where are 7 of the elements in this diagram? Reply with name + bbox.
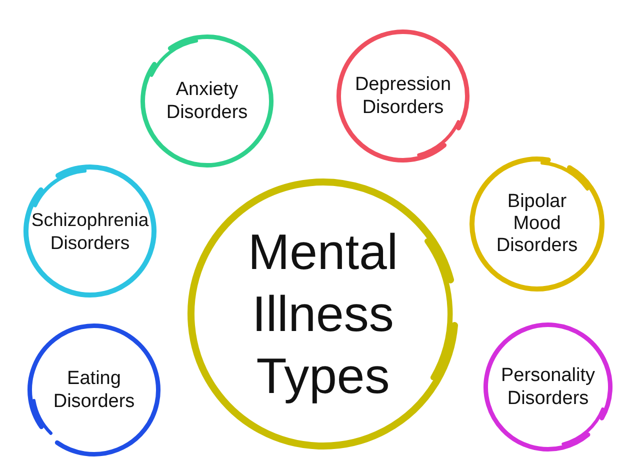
topic-label: Schizophrenia Disorders (31, 208, 149, 254)
topic-label: Anxiety Disorders (166, 78, 248, 124)
topic-label: Bipolar Mood Disorders (496, 191, 578, 257)
topic-label: Eating Disorders (53, 367, 135, 413)
topic-label: Personality Disorders (501, 364, 595, 410)
topic-label: Depression Disorders (354, 73, 452, 119)
main-topic-title: Mental Illness Types (248, 223, 398, 406)
